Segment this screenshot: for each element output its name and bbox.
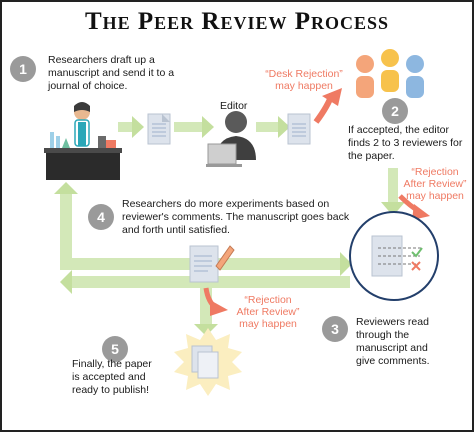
reviewing-manuscript-icon bbox=[349, 211, 439, 301]
desk-rejection-arrow bbox=[313, 88, 342, 124]
step-3-text-line: Reviewers read bbox=[356, 316, 429, 328]
published-papers-icon bbox=[174, 328, 242, 396]
step-4-text-line: and forth until satisfied. bbox=[122, 224, 230, 236]
arrow-reviewers-to-circle bbox=[381, 168, 405, 216]
step-2-text-line: the paper. bbox=[348, 150, 395, 162]
step-1-text-line: manuscript and send it to a bbox=[48, 67, 175, 79]
rejection-after-review-right-note: “Rejection After Review” may happen bbox=[398, 166, 472, 202]
rejection-after-review-bottom-arrow bbox=[203, 287, 228, 316]
rejection-note-line: may happen bbox=[239, 318, 297, 330]
arrow-manuscript-to-editor bbox=[174, 116, 214, 138]
editor-person-icon bbox=[206, 111, 256, 167]
reviewers-group-icon bbox=[356, 49, 424, 98]
step-5-text-line: Finally, the paper bbox=[72, 358, 152, 370]
step-3-badge: 3 bbox=[322, 316, 348, 342]
arrow-lab-to-manuscript bbox=[118, 116, 144, 138]
rejection-note-line: may happen bbox=[406, 190, 464, 202]
step-5-text-line: is accepted and bbox=[72, 371, 146, 383]
manuscript-to-reviewers-icon bbox=[287, 113, 311, 145]
editing-manuscript-icon bbox=[189, 245, 235, 283]
diagram-title: The Peer Review Process bbox=[84, 8, 390, 35]
step-1-badge: 1 bbox=[10, 56, 36, 82]
step-3-text-line: through the bbox=[356, 329, 410, 341]
arrow-editor-to-manuscript bbox=[256, 116, 290, 138]
step-5-text: Finally, the paper is accepted and ready… bbox=[72, 358, 172, 397]
rejection-note-line: After Review” bbox=[403, 178, 467, 190]
editor-label: Editor bbox=[220, 100, 248, 112]
step-2-text: If accepted, the editor finds 2 to 3 rev… bbox=[348, 124, 472, 163]
desk-rejection-line: may happen bbox=[275, 80, 333, 92]
step-3-text-line: give comments. bbox=[356, 355, 430, 367]
step-2-badge: 2 bbox=[382, 98, 408, 124]
step-4-text-line: Researchers do more experiments based on bbox=[122, 198, 330, 210]
rejection-note-line: After Review” bbox=[236, 306, 300, 318]
rejection-note-line: “Rejection bbox=[244, 294, 292, 306]
step-5-badge: 5 bbox=[102, 336, 128, 362]
researcher-lab-icon bbox=[44, 102, 122, 180]
rejection-after-review-right-arrow bbox=[398, 194, 430, 220]
manuscript-icon bbox=[147, 113, 171, 145]
step-3-text-line: manuscript and bbox=[356, 342, 428, 354]
step-2-text-line: finds 2 to 3 reviewers for bbox=[348, 137, 463, 149]
step-4-text: Researchers do more experiments based on… bbox=[122, 198, 352, 237]
step-4-badge: 4 bbox=[88, 204, 114, 230]
rejection-note-line: “Rejection bbox=[411, 166, 459, 178]
step-4-text-line: reviewer's comments. The manuscript goes… bbox=[122, 211, 350, 223]
step-3-text: Reviewers read through the manuscript an… bbox=[356, 316, 466, 368]
desk-rejection-note: “Desk Rejection” may happen bbox=[256, 68, 352, 92]
step-2-text-line: If accepted, the editor bbox=[348, 124, 449, 136]
step-1-text-line: Researchers draft up a bbox=[48, 54, 155, 66]
step-1-text-line: journal of choice. bbox=[48, 80, 128, 92]
rejection-after-review-bottom-note: “Rejection After Review” may happen bbox=[228, 294, 308, 330]
step-1-text: Researchers draft up a manuscript and se… bbox=[48, 54, 228, 93]
step-5-text-line: ready to publish! bbox=[72, 384, 150, 396]
desk-rejection-line: “Desk Rejection” bbox=[265, 68, 343, 80]
